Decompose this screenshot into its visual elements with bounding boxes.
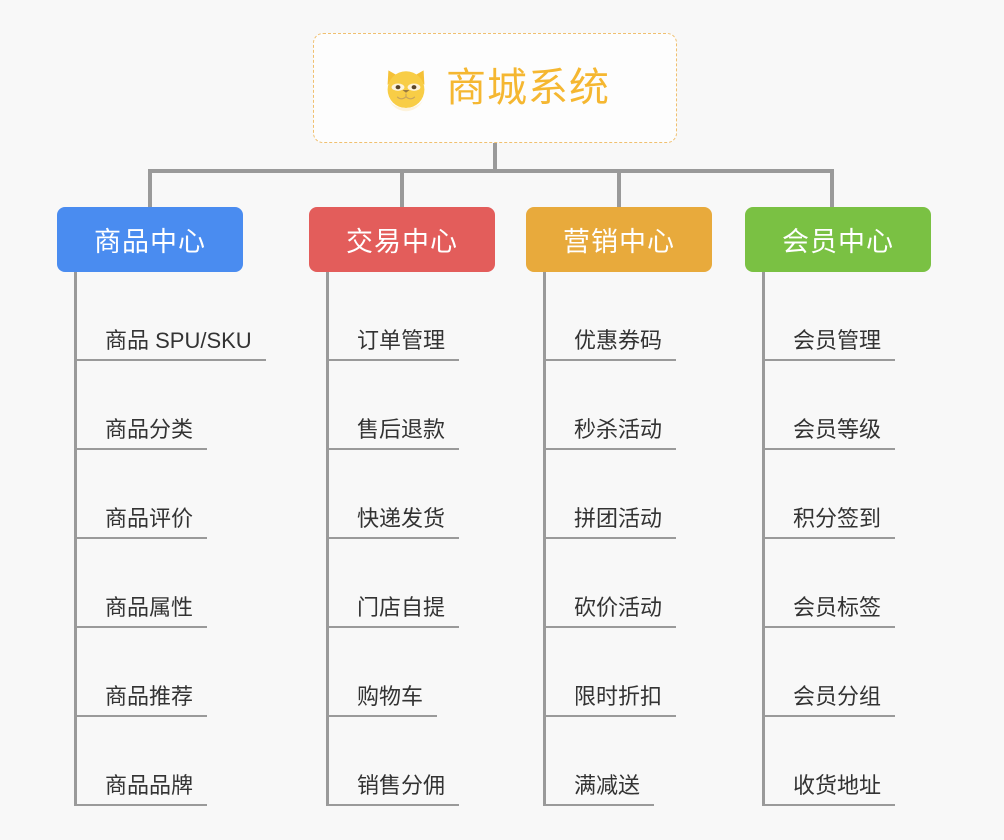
leaf-item-underline [546, 626, 676, 628]
leaf-item[interactable]: 会员管理 [765, 272, 931, 361]
leaf-item[interactable]: 门店自提 [329, 539, 495, 628]
leaf-item-label: 会员分组 [793, 683, 882, 709]
leaf-item-label: 满减送 [574, 772, 641, 798]
leaf-item-label: 商品推荐 [105, 683, 194, 709]
connector-drop-4 [830, 169, 834, 209]
leaf-item-underline [765, 804, 895, 806]
leaf-item[interactable]: 收货地址 [765, 717, 931, 806]
leaf-item-label: 砍价活动 [574, 594, 663, 620]
leaf-item-label: 快递发货 [357, 505, 446, 531]
leaf-item[interactable]: 商品 SPU/SKU [77, 272, 266, 361]
leaf-item-label: 限时折扣 [574, 683, 663, 709]
leaf-list-2: 订单管理售后退款快递发货门店自提购物车销售分佣 [326, 272, 495, 806]
connector-drop-2 [400, 169, 404, 209]
leaf-item-underline [765, 537, 895, 539]
leaf-item-underline [329, 804, 459, 806]
leaf-item-label: 门店自提 [357, 594, 446, 620]
leaf-item[interactable]: 会员分组 [765, 628, 931, 717]
leaf-item-underline [546, 804, 654, 806]
leaf-item-underline [77, 448, 207, 450]
leaf-item[interactable]: 销售分佣 [329, 717, 495, 806]
connector-horizontal-bus [148, 169, 834, 173]
leaf-item-underline [546, 448, 676, 450]
leaf-item-label: 商品评价 [105, 505, 194, 531]
leaf-item-underline [329, 715, 437, 717]
category-column-3: 营销中心 优惠券码秒杀活动拼团活动砍价活动限时折扣满减送 [526, 207, 712, 806]
leaf-item[interactable]: 商品品牌 [77, 717, 252, 806]
leaf-item-label: 会员管理 [793, 327, 882, 353]
connector-root-stem [493, 143, 497, 173]
leaf-item[interactable]: 积分签到 [765, 450, 931, 539]
category-header-2[interactable]: 交易中心 [309, 207, 495, 272]
leaf-item-label: 商品品牌 [105, 772, 194, 798]
leaf-item-label: 秒杀活动 [574, 416, 663, 442]
leaf-item-underline [546, 715, 676, 717]
leaf-item-underline [546, 537, 676, 539]
leaf-item[interactable]: 优惠券码 [546, 272, 712, 361]
leaf-item[interactable]: 砍价活动 [546, 539, 712, 628]
leaf-item-label: 收货地址 [793, 772, 882, 798]
leaf-item[interactable]: 秒杀活动 [546, 361, 712, 450]
leaf-item-label: 商品属性 [105, 594, 194, 620]
leaf-item-underline [77, 626, 207, 628]
shiba-dog-emoji [380, 64, 432, 112]
leaf-item[interactable]: 商品属性 [77, 539, 252, 628]
leaf-item[interactable]: 会员标签 [765, 539, 931, 628]
category-column-2: 交易中心 订单管理售后退款快递发货门店自提购物车销售分佣 [309, 207, 495, 806]
connector-drop-1 [148, 169, 152, 209]
leaf-item-label: 商品 SPU/SKU [105, 327, 252, 353]
leaf-item-label: 会员等级 [793, 416, 882, 442]
leaf-list-1: 商品 SPU/SKU 商品分类商品评价商品属性商品推荐商品品牌 [74, 272, 266, 806]
leaf-item[interactable]: 商品分类 [77, 361, 252, 450]
leaf-item-label: 订单管理 [357, 327, 446, 353]
leaf-item-label: 购物车 [357, 683, 424, 709]
leaf-item-underline [765, 359, 895, 361]
leaf-item-label: 销售分佣 [357, 772, 446, 798]
leaf-item-underline [329, 626, 459, 628]
category-header-3[interactable]: 营销中心 [526, 207, 712, 272]
leaf-item-label: 优惠券码 [574, 327, 663, 353]
category-header-1[interactable]: 商品中心 [57, 207, 243, 272]
leaf-item-label: 商品分类 [105, 416, 194, 442]
leaf-list-3: 优惠券码秒杀活动拼团活动砍价活动限时折扣满减送 [543, 272, 712, 806]
leaf-item-underline [329, 359, 459, 361]
leaf-item[interactable]: 商品推荐 [77, 628, 252, 717]
category-header-4[interactable]: 会员中心 [745, 207, 931, 272]
leaf-item[interactable]: 订单管理 [329, 272, 495, 361]
leaf-item-underline [765, 448, 895, 450]
leaf-item[interactable]: 拼团活动 [546, 450, 712, 539]
leaf-list-4: 会员管理会员等级积分签到会员标签会员分组收货地址 [762, 272, 931, 806]
leaf-item-underline [329, 537, 459, 539]
root-node[interactable]: 商城系统 [313, 33, 677, 143]
leaf-item-underline [329, 448, 459, 450]
leaf-item-underline [77, 359, 266, 361]
root-title: 商城系统 [446, 66, 610, 110]
leaf-item-label: 售后退款 [357, 416, 446, 442]
connector-drop-3 [617, 169, 621, 209]
leaf-item-label: 会员标签 [793, 594, 882, 620]
leaf-item-underline [546, 359, 676, 361]
leaf-item[interactable]: 购物车 [329, 628, 495, 717]
leaf-item-underline [765, 626, 895, 628]
leaf-item[interactable]: 快递发货 [329, 450, 495, 539]
category-column-1: 商品中心 商品 SPU/SKU 商品分类商品评价商品属性商品推荐商品品牌 [57, 207, 266, 806]
leaf-item-underline [77, 715, 207, 717]
leaf-item[interactable]: 会员等级 [765, 361, 931, 450]
category-column-4: 会员中心 会员管理会员等级积分签到会员标签会员分组收货地址 [745, 207, 931, 806]
leaf-item-label: 拼团活动 [574, 505, 663, 531]
leaf-item-underline [77, 804, 207, 806]
leaf-item-underline [77, 537, 207, 539]
leaf-item[interactable]: 限时折扣 [546, 628, 712, 717]
leaf-item[interactable]: 售后退款 [329, 361, 495, 450]
leaf-item[interactable]: 商品评价 [77, 450, 252, 539]
leaf-item[interactable]: 满减送 [546, 717, 712, 806]
leaf-item-underline [765, 715, 895, 717]
leaf-item-label: 积分签到 [793, 505, 882, 531]
